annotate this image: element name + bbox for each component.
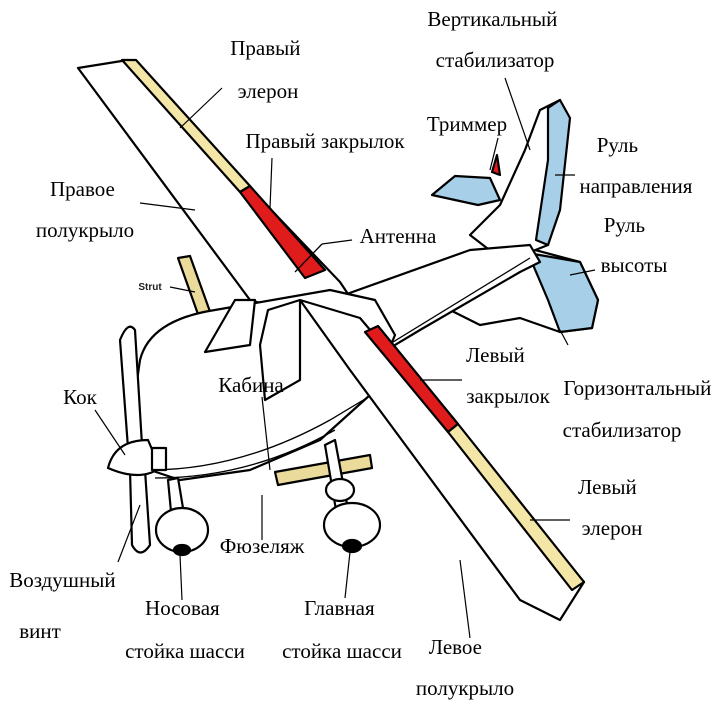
label-elevator: Руль высоты bbox=[601, 213, 668, 277]
leader-main-gear bbox=[344, 551, 351, 599]
right-flap-surface bbox=[238, 184, 327, 280]
cockpit-window-front bbox=[203, 298, 257, 354]
vertical-stabilizer bbox=[468, 98, 572, 264]
leader-strut bbox=[169, 286, 196, 293]
nose-gear-wheel bbox=[172, 543, 192, 557]
label-left-aileron: Левый элерон bbox=[578, 475, 642, 540]
label-left-flap: Левый закрылок bbox=[466, 343, 551, 408]
leader-left-wing bbox=[459, 559, 471, 639]
tail-boom-line bbox=[379, 257, 531, 351]
leader-right-flap bbox=[269, 157, 273, 209]
label-nose-gear: Носовая стойка шасси bbox=[125, 596, 245, 663]
label-right-wing: Правое полукрыло bbox=[36, 177, 134, 242]
left-tail-tip bbox=[430, 174, 502, 207]
engine-cowl bbox=[150, 446, 168, 472]
label-strut: Strut bbox=[138, 282, 162, 293]
left-wing bbox=[298, 298, 586, 622]
label-trim-tab: Триммер bbox=[427, 112, 507, 136]
leader-right-aileron bbox=[179, 87, 223, 129]
label-main-gear: Главная стойка шасси bbox=[282, 596, 402, 663]
leader-spinner bbox=[94, 409, 126, 456]
left-wing-shape bbox=[298, 298, 586, 622]
label-horizontal-stabilizer: Горизонтальный стабилизатор bbox=[563, 376, 717, 442]
label-propeller: Воздушный винт bbox=[9, 568, 121, 643]
propeller-blade-top bbox=[118, 325, 144, 450]
label-left-wing: Левое полукрыло bbox=[416, 635, 514, 700]
label-vertical-stabilizer: Вертикальный стабилизатор bbox=[427, 7, 562, 72]
propeller bbox=[106, 325, 168, 554]
leader-horizontal-stabilizer bbox=[559, 329, 569, 346]
main-gear-wheel bbox=[341, 538, 363, 554]
fuselage-stripe bbox=[149, 389, 381, 471]
label-cockpit: Кабина bbox=[218, 373, 284, 397]
label-right-flap: Правый закрылок bbox=[245, 129, 405, 153]
main-landing-gear bbox=[322, 438, 382, 554]
label-rudder: Руль направления bbox=[580, 133, 693, 198]
leader-right-wing bbox=[139, 202, 196, 211]
left-aileron-surface bbox=[446, 422, 586, 592]
nose-landing-gear bbox=[154, 476, 210, 557]
label-spinner: Кок bbox=[63, 385, 97, 409]
leader-trim bbox=[489, 137, 499, 171]
antenna-icon bbox=[294, 243, 323, 273]
leader-antenna bbox=[321, 239, 353, 245]
trim-tab-shape bbox=[490, 153, 502, 177]
left-wing-strut bbox=[273, 453, 374, 487]
leader-lines bbox=[94, 77, 596, 639]
leader-nose-gear bbox=[179, 554, 183, 601]
leader-vertical-stabilizer bbox=[504, 77, 531, 151]
label-antenna: Антенна bbox=[360, 224, 437, 248]
cockpit-window-side bbox=[258, 298, 302, 402]
leader-elevator bbox=[569, 269, 596, 276]
main-gear-wheel-far bbox=[324, 477, 356, 503]
label-right-aileron: Правый элерон bbox=[230, 36, 306, 103]
leader-propeller bbox=[117, 504, 141, 563]
propeller-blade-bottom bbox=[128, 468, 152, 554]
rudder-surface bbox=[534, 98, 572, 247]
leader-cockpit bbox=[261, 396, 271, 471]
label-fuselage: Фюзеляж bbox=[220, 534, 305, 558]
